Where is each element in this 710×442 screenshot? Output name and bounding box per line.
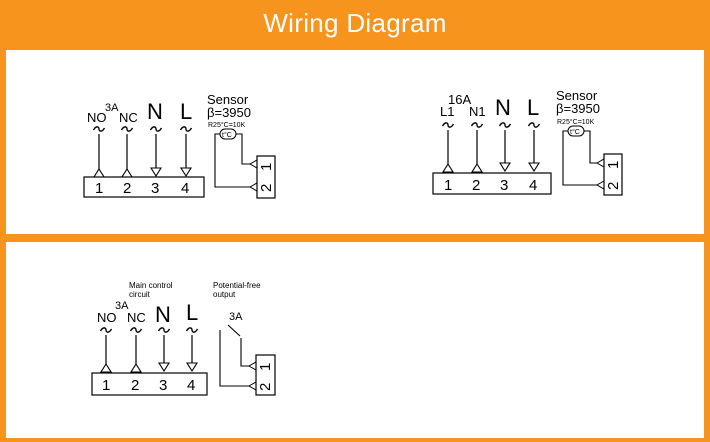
terminal-label: 3: [159, 377, 167, 394]
label-nc: NC: [119, 110, 138, 125]
diagram-3: Main control circuit Potential-free outp…: [91, 281, 276, 396]
sensor-wires: [562, 130, 597, 186]
arrow-markers: [93, 167, 192, 178]
label-no: NO: [97, 310, 117, 325]
current-label: 16A: [448, 92, 471, 107]
diagram-1: NO 3A NC N L 1 2 3 4 Sensor β=3950 R25°C…: [83, 92, 276, 199]
tilde-icon: [528, 122, 540, 128]
sensor-terminal-label: 1: [258, 163, 275, 171]
panel-bottom: [6, 242, 704, 438]
terminal-label: 4: [529, 177, 537, 194]
sensor-title: Sensor: [556, 88, 598, 103]
sensor-beta: β=3950: [207, 105, 251, 120]
tilde-icon: [93, 126, 105, 132]
terminal-label: 1: [102, 377, 110, 394]
label-l1: L1: [440, 104, 454, 119]
terminal-label: 2: [131, 377, 139, 394]
sensor-r25: R25°C=10K: [557, 118, 595, 126]
label-n: N: [147, 99, 163, 124]
terminal-label: 2: [123, 180, 131, 197]
sensor-terminal-label: 2: [605, 182, 622, 190]
terminal-label: 1: [95, 180, 103, 197]
tilde-icon: [130, 327, 142, 333]
wires: [447, 130, 535, 167]
terminal-label: 4: [187, 377, 195, 394]
arrow-markers: [442, 162, 540, 173]
terminal-label: 4: [181, 180, 189, 197]
sensor-tc: t°C: [570, 128, 580, 136]
arrow-markers: [100, 362, 198, 373]
label-l: L: [186, 300, 198, 325]
main-control-label: Main control: [129, 281, 173, 290]
tilde-icon: [150, 126, 162, 132]
current-label: 3A: [115, 300, 129, 312]
tilde-icon: [186, 327, 198, 333]
label-l: L: [527, 95, 539, 120]
output-current-label: 3A: [229, 311, 243, 323]
tilde-icon: [471, 122, 483, 128]
tilde-icon: [499, 122, 511, 128]
wires: [98, 134, 187, 172]
label-no: NO: [87, 110, 107, 125]
terminal-block: [83, 176, 205, 198]
sensor-wires: [214, 133, 250, 188]
sensor-beta: β=3950: [556, 101, 600, 116]
sensor-terminal-block: [256, 155, 276, 199]
potential-free-label: Potential-free: [213, 281, 261, 290]
label-n: N: [155, 302, 171, 327]
sensor-terminal-block: [603, 153, 623, 196]
label-n: N: [495, 95, 511, 120]
terminal-block: [432, 172, 552, 195]
tilde-icon: [158, 327, 170, 333]
page-title: Wiring Diagram: [263, 7, 447, 38]
sensor-title: Sensor: [207, 92, 249, 107]
tilde-icon: [180, 126, 192, 132]
tilde-icon: [121, 126, 133, 132]
output-terminal-label: 1: [257, 363, 274, 371]
terminal-label: 1: [444, 177, 452, 194]
wires: [105, 335, 193, 367]
panel-top: [6, 50, 704, 234]
relay-contact: [219, 324, 249, 387]
potential-free-label: output: [213, 290, 236, 299]
sensor-r25: R25°C=10K: [208, 121, 246, 129]
diagram-2: 16A L1 N1 N L 1 2 3 4 Sensor β=3950 R25°…: [432, 88, 623, 196]
current-label: 3A: [105, 102, 119, 114]
sensor-tc: t°C: [222, 131, 232, 139]
main-control-label: circuit: [129, 290, 151, 299]
terminal-block: [91, 372, 208, 396]
terminal-label: 2: [472, 177, 480, 194]
sensor-terminal-label: 2: [258, 184, 275, 192]
tilde-icon: [100, 327, 112, 333]
label-nc: NC: [127, 310, 146, 325]
output-terminal-block: [255, 354, 276, 396]
label-n1: N1: [469, 104, 486, 119]
label-l: L: [180, 99, 192, 124]
title-bar: Wiring Diagram: [0, 0, 710, 46]
terminal-label: 3: [151, 180, 159, 197]
terminal-label: 3: [500, 177, 508, 194]
tilde-icon: [442, 122, 454, 128]
output-terminal-label: 2: [257, 383, 274, 391]
sensor-terminal-label: 1: [605, 161, 622, 169]
